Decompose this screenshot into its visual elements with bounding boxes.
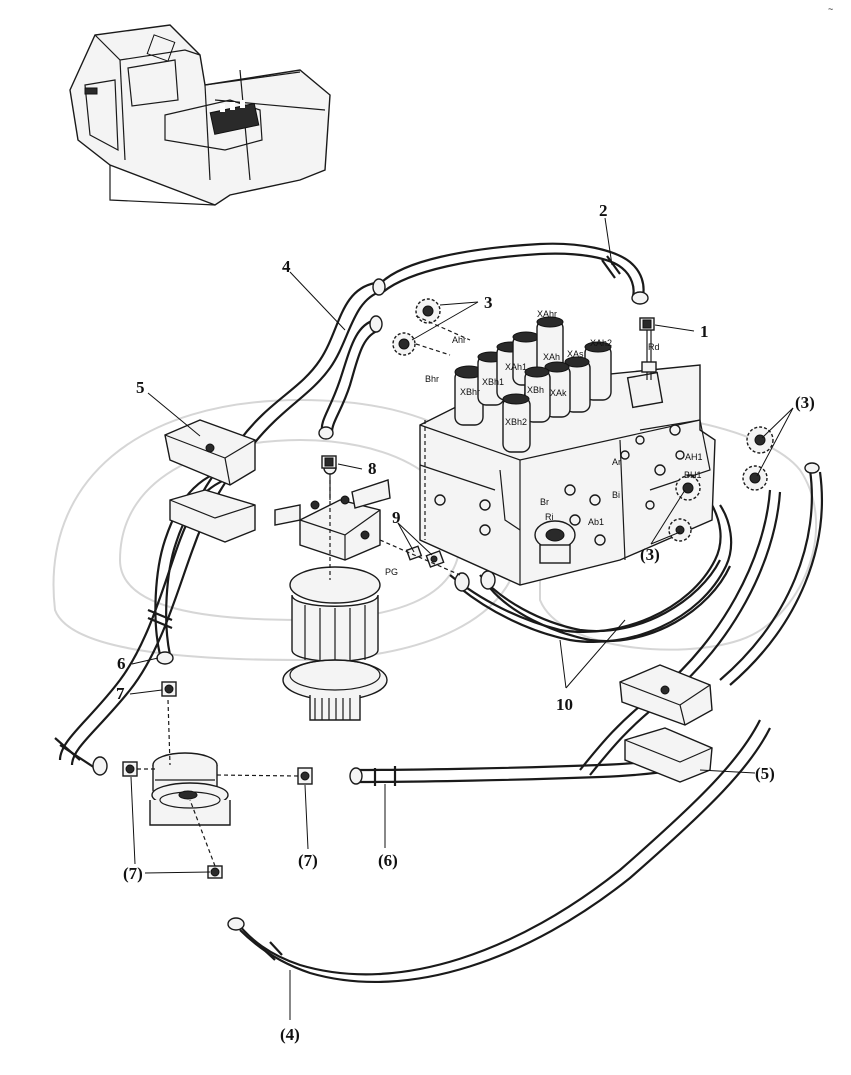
callout-3: 3 (484, 293, 493, 312)
port-label-xah1: XAh1 (505, 362, 527, 372)
fitting-1 (639, 317, 657, 380)
port-label-xbh: XBh (527, 385, 544, 395)
port-label-xah2: XAh2 (590, 338, 612, 348)
callout-4-paren: (4) (280, 1025, 300, 1044)
swing-motor (274, 457, 391, 721)
fitting-7-paren-bottom (207, 865, 223, 879)
fitting-7 (161, 681, 177, 697)
port-label-bhr: Bhr (425, 374, 439, 384)
callout-5-paren: (5) (755, 764, 775, 783)
port-label-ri: Ri (545, 512, 554, 522)
fitting-3 (392, 298, 441, 356)
callout-2: 2 (599, 201, 608, 220)
port-label-xah: XAh (543, 352, 560, 362)
callout-7-paren-left: (7) (123, 864, 143, 883)
hose-10 (449, 504, 733, 644)
callout-3-paren-center: (3) (640, 545, 660, 564)
port-label-ar: Ar (612, 457, 621, 467)
port-label-xahr: XAhr (537, 309, 557, 319)
fitting-7-paren-right (297, 767, 313, 785)
port-label-ah1: AH1 (685, 452, 703, 462)
callout-9: 9 (392, 508, 401, 527)
port-label-bi: Bi (612, 490, 620, 500)
excavator-locator-icon (69, 24, 331, 206)
port-label-xbhr: XBhr (460, 387, 480, 397)
callout-6-paren: (6) (378, 851, 398, 870)
hose-4-paren (227, 719, 771, 984)
callout-labels: 1 2 3 4 5 6 7 8 9 10 (3) (3) (5) (6) (7)… (116, 201, 815, 1044)
callout-6: 6 (117, 654, 126, 673)
assembly-guides (137, 315, 471, 867)
port-label-bh1: BH1 (684, 470, 702, 480)
hose-2 (377, 242, 649, 305)
port-label-rd: Rd (648, 342, 660, 352)
port-label-xbh1: XBh1 (482, 377, 504, 387)
port-label-ahr: Ahr (452, 335, 466, 345)
port-label-xbh2: XBh2 (505, 417, 527, 427)
fitting-3-paren-right (668, 426, 774, 542)
corner-mark: ~ (828, 4, 833, 14)
callout-10: 10 (556, 695, 573, 714)
callout-8: 8 (368, 459, 377, 478)
port-labels: XAhr Ahr Bhr XBhr XBh1 XAh1 XAh XAs XAh2… (385, 309, 703, 577)
port-label-pg: PG (385, 567, 398, 577)
pilot-cylinders (454, 316, 612, 453)
port-label-br: Br (540, 497, 549, 507)
callout-5: 5 (136, 378, 145, 397)
fitting-8 (321, 455, 337, 469)
callout-1: 1 (700, 322, 709, 341)
port-label-xak: XAk (550, 388, 567, 398)
center-joint (149, 752, 231, 826)
leader-lines (129, 217, 794, 1020)
port-label-ab1: Ab1 (588, 517, 604, 527)
port-label-xas: XAs (567, 349, 584, 359)
callout-4: 4 (282, 257, 291, 276)
fitting-7-paren-left (122, 761, 138, 777)
hose-6 (147, 468, 231, 665)
clamp-5 (164, 419, 256, 543)
callout-7-paren-right: (7) (298, 851, 318, 870)
clamp-5-paren (619, 664, 713, 783)
hose-upper-left (318, 315, 383, 440)
callout-3-paren-right: (3) (795, 393, 815, 412)
callout-7: 7 (116, 684, 125, 703)
